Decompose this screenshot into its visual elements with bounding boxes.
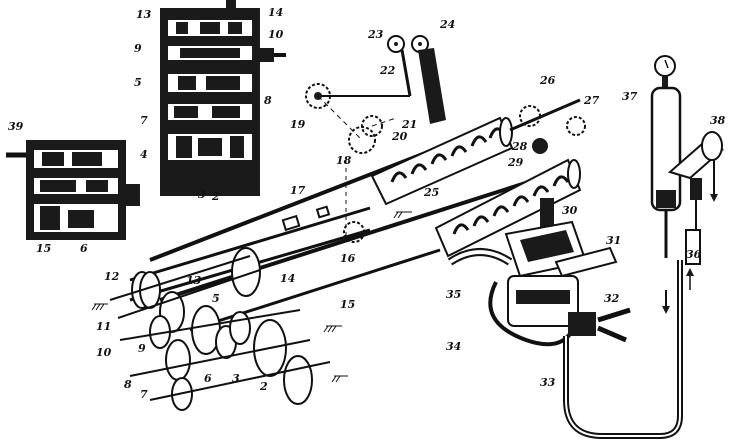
oil-pump-assembly — [447, 198, 683, 439]
callout-3: 3 — [198, 188, 206, 201]
callout-13-lower: 13 — [186, 274, 202, 287]
callout-37: 37 — [622, 90, 638, 103]
callout-9: 9 — [134, 42, 142, 55]
callout-13: 13 — [136, 8, 152, 21]
left-gearbox-housing — [6, 140, 140, 240]
callout-7-lower: 7 — [140, 388, 148, 401]
callout-2: 2 — [211, 190, 220, 203]
callout-26: 26 — [539, 74, 556, 87]
callout-4: 4 — [140, 148, 148, 161]
callout-30: 30 — [562, 204, 578, 217]
callout-21: 21 — [401, 118, 417, 131]
callout-14: 14 — [268, 6, 283, 19]
callout-23: 23 — [367, 28, 384, 41]
worm-shaft-lower — [159, 158, 582, 302]
callout-14-lower: 14 — [280, 272, 295, 285]
callout-28: 28 — [511, 140, 528, 153]
callout-33: 33 — [540, 376, 556, 389]
callout-2-lower: 2 — [259, 380, 268, 393]
callout-8: 8 — [264, 94, 272, 107]
callout-15-lower: 15 — [340, 298, 355, 311]
lower-gear-train — [109, 247, 331, 411]
callout-27: 27 — [583, 94, 600, 107]
ground-supports — [91, 211, 412, 383]
callout-6: 6 — [80, 242, 88, 255]
callout-labels: 13 14 10 9 5 8 7 4 3 2 39 15 6 23 24 22 … — [8, 6, 726, 401]
callout-31: 31 — [606, 234, 621, 247]
callout-32: 32 — [604, 292, 620, 305]
callout-11: 11 — [96, 320, 111, 333]
callout-35: 35 — [446, 288, 461, 301]
callout-12: 12 — [104, 270, 120, 283]
callout-5: 5 — [134, 76, 142, 89]
accumulator-column — [650, 55, 725, 314]
callout-10: 10 — [268, 28, 284, 41]
callout-5-lower: 5 — [212, 292, 220, 305]
callout-39: 39 — [8, 120, 24, 133]
callout-29: 29 — [507, 156, 524, 169]
callout-9-lower: 9 — [138, 342, 146, 355]
callout-6-lower: 6 — [204, 372, 212, 385]
callout-34: 34 — [446, 340, 461, 353]
worm-shaft-upper — [149, 98, 586, 262]
callout-19: 19 — [290, 118, 306, 131]
callout-8-lower: 8 — [124, 378, 132, 391]
throttle-valve-assembly — [318, 35, 446, 124]
callout-20: 20 — [391, 130, 408, 143]
callout-7: 7 — [140, 114, 148, 127]
callout-18: 18 — [336, 154, 352, 167]
callout-25: 25 — [423, 186, 439, 199]
callout-38: 38 — [710, 114, 726, 127]
upper-gearbox-housing — [160, 0, 286, 196]
callout-3-lower: 3 — [232, 372, 240, 385]
callout-36: 36 — [686, 248, 702, 261]
callout-15: 15 — [36, 242, 51, 255]
callout-16: 16 — [340, 252, 356, 265]
callout-17: 17 — [290, 184, 306, 197]
callout-22: 22 — [379, 64, 396, 77]
callout-10-lower: 10 — [96, 346, 112, 359]
callout-24: 24 — [439, 18, 455, 31]
